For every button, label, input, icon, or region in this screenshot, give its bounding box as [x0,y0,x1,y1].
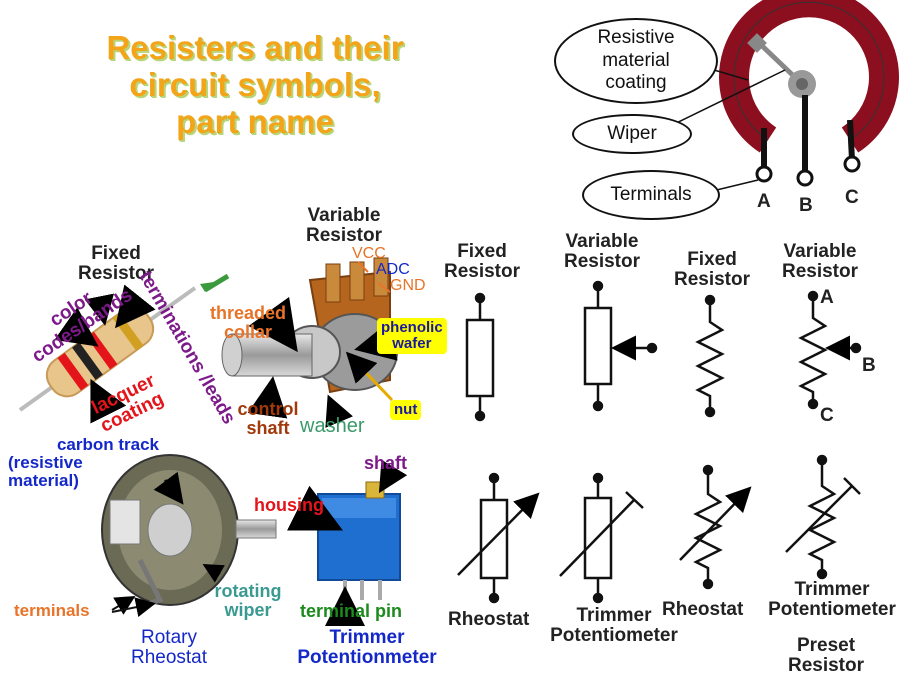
terminals-label-oval: Terminals [582,170,720,220]
sym2-line-2: Resistor [554,252,650,272]
symbol-variable-zigzag [801,292,860,408]
symbol-rheostat-zigzag-label: Rheostat [662,600,743,620]
pot-terminal-a-label: A [757,192,771,212]
collar-label-line-1: threaded [200,304,296,323]
fixed-resistor-title-line-1: Fixed [76,244,156,264]
phenolic-label-line-1: phenolic [381,320,443,336]
sym6-line-2: Potentiometer [540,626,688,646]
sym3-line-1: Fixed [664,250,760,270]
symbol-var-c-label: C [820,406,834,426]
rheostat-terminals-label: terminals [14,602,90,620]
symbol-variable-box-label: Variable Resistor [554,232,650,272]
trimmer-shaft-label: shaft [364,454,407,473]
collar-label: threaded collar [200,304,296,342]
variable-resistor-title-line-2: Resistor [296,226,392,246]
coating-label-line-1: Resistive [597,27,674,50]
trimmer-photo-caption: Trimmer Potentionmeter [282,628,452,668]
sym3-line-2: Resistor [664,270,760,290]
symbol-trimmer-zigzag [786,456,860,578]
rotary-rheostat-line-1: Rotary [116,628,222,648]
sym4-line-2: Resistor [772,262,868,282]
coating-label-line-2: material [597,50,674,73]
rotary-rheostat-line-2: Rheostat [116,648,222,668]
washer-label: washer [300,416,364,437]
gnd-label: GND [390,278,426,295]
collar-label-line-2: collar [200,323,296,342]
sym8-line-2: Potentiometer [758,600,906,620]
symbol-rheostat-box [458,474,536,602]
housing-label: housing [254,496,324,515]
trimmer-caption-line-2: Potentionmeter [282,648,452,668]
preset-line-2: Resistor [776,656,876,676]
symbol-fixed-zigzag [698,296,722,416]
rotary-rheostat-caption: Rotary Rheostat [116,628,222,668]
rotating-wiper-label: rotating wiper [206,582,290,620]
symbol-trimmer-box [560,474,643,602]
trimmer-caption-line-1: Trimmer [282,628,452,648]
rotating-wiper-line-2: wiper [206,601,290,620]
preset-line-1: Preset [776,636,876,656]
terminal-pin-label: terminal pin [300,602,402,621]
symbol-fixed-box-label: Fixed Resistor [436,242,528,282]
coating-label-line-3: coating [597,72,674,95]
sym1-line-2: Resistor [436,262,528,282]
sym4-line-1: Variable [772,242,868,262]
symbol-rheostat-zigzag [680,466,748,588]
wiper-label: Wiper [607,123,657,146]
carbon-track-line-1: carbon track [8,436,178,454]
control-shaft-line-2: shaft [224,419,312,438]
variable-resistor-photo-title: Variable Resistor [296,206,392,246]
pot-terminal-c-label: C [845,188,859,208]
trimmer-photo [318,478,400,603]
symbol-fixed-zigzag-label: Fixed Resistor [664,250,760,290]
symbol-variable-box [585,282,656,410]
carbon-track-line-2: (resistive [8,454,178,472]
symbol-var-b-label: B [862,356,876,376]
phenolic-label: phenolic wafer [377,318,447,354]
carbon-track-label: carbon track (resistive material) [8,436,178,490]
resistive-coating-track [734,2,884,140]
sym2-line-1: Variable [554,232,650,252]
symbol-trimmer-zigzag-label: Trimmer Potentiometer [758,580,906,620]
terminals-label: Terminals [610,184,691,207]
variable-resistor-title-line-1: Variable [296,206,392,226]
terminal-c [845,157,859,171]
preset-resistor-label: Preset Resistor [776,636,876,676]
terminal-a [757,167,771,181]
wiper-label-oval: Wiper [572,114,692,154]
carbon-track-line-3: material) [8,472,178,490]
sym1-line-1: Fixed [436,242,528,262]
rotating-wiper-line-1: rotating [206,582,290,601]
symbol-var-a-label: A [820,288,834,308]
symbol-rheostat-box-label: Rheostat [448,610,529,630]
terminal-b [798,171,812,185]
coating-label-oval: Resistive material coating [554,18,718,104]
symbol-variable-zigzag-label: Variable Resistor [772,242,868,282]
control-shaft-line-1: control [224,400,312,419]
sym8-line-1: Trimmer [758,580,906,600]
control-shaft-label: control shaft [224,400,312,438]
symbol-fixed-box [467,294,493,420]
pot-terminal-b-label: B [799,196,813,216]
nut-label: nut [390,400,421,420]
phenolic-label-line-2: wafer [381,336,443,352]
